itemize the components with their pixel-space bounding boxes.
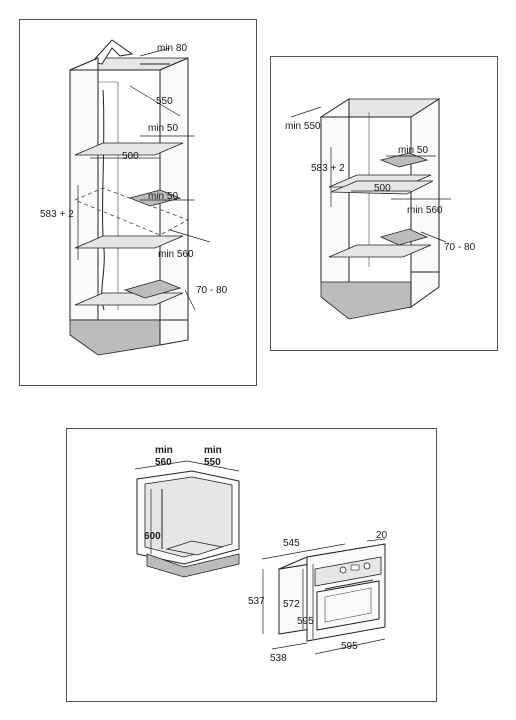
cabinet-left-wall [320, 98, 350, 303]
label-min80: min 80 [157, 43, 187, 54]
label-20: 20 [376, 530, 388, 541]
undercounter-drawing: min 550 583 + 2 min 50 500 min 560 70 - … [285, 98, 476, 320]
label-min560-bottom: 560 [155, 457, 172, 468]
niche-oven-drawing: min 560 min 550 600 545 20 537 572 595 5… [134, 445, 388, 664]
label-min560-top: min [155, 445, 173, 456]
cabinet-plinth [320, 281, 412, 320]
label-572: 572 [283, 599, 300, 610]
label-min50-mid: min 50 [148, 191, 178, 202]
label-min50-top: min 50 [148, 123, 178, 134]
label-70-80: 70 - 80 [444, 242, 476, 253]
tall-cabinet-panel: min 80 550 min 50 500 583 + 2 min 50 min… [19, 19, 257, 386]
label-538: 538 [270, 653, 287, 664]
lower-shelf [74, 235, 184, 249]
dim-line-7080 [420, 231, 447, 243]
niche-base [146, 553, 240, 578]
label-595-height: 595 [297, 616, 314, 627]
vent-arrow-icon [91, 39, 134, 65]
cutout-outline [73, 187, 189, 236]
lower-vent-slot [123, 279, 182, 299]
upper-shelf [74, 142, 184, 156]
dim-line-min80 [139, 47, 171, 57]
label-550: 550 [156, 96, 173, 107]
oven-door [316, 580, 380, 631]
dim-line-min560 [169, 229, 211, 243]
niche-inner [144, 476, 233, 558]
label-583: 583 + 2 [40, 209, 74, 220]
label-500: 500 [374, 183, 391, 194]
dim-line-7080 [184, 289, 196, 311]
bottom-shelf [74, 292, 184, 306]
tall-cabinet-drawing: min 80 550 min 50 500 583 + 2 min 50 min… [40, 39, 228, 356]
label-min550-top: min [204, 445, 222, 456]
label-583: 583 + 2 [311, 163, 345, 174]
oven-window [324, 587, 372, 623]
dim-line-595-width [314, 638, 386, 655]
mid-vent-slot [128, 189, 182, 207]
dim-line-538 [271, 642, 308, 650]
label-500: 500 [122, 151, 139, 162]
plinth-side [159, 319, 189, 346]
top-vent-slot [379, 152, 429, 168]
power-cable [101, 89, 105, 311]
dim-line-min560 [134, 460, 188, 470]
label-537: 537 [248, 596, 265, 607]
label-min50: min 50 [398, 145, 428, 156]
lower-vent-slot [379, 228, 429, 246]
label-595-width: 595 [341, 641, 358, 652]
dim-line-min550 [290, 106, 322, 118]
undercounter-panel: min 550 583 + 2 min 50 500 min 560 70 - … [270, 56, 498, 351]
oven-knob-left-icon [339, 566, 347, 574]
label-min550-bottom: 550 [204, 457, 221, 468]
plinth-side [410, 271, 440, 308]
cabinet-plinth [69, 319, 161, 356]
niche-floor [165, 540, 224, 556]
label-min560: min 560 [407, 205, 443, 216]
label-min550: min 550 [285, 121, 321, 132]
label-min560: min 560 [158, 249, 194, 260]
label-70-80: 70 - 80 [196, 285, 228, 296]
bottom-shelf [328, 244, 432, 258]
dim-line-min550 [186, 460, 240, 472]
label-600: 600 [144, 531, 161, 542]
oven-knob-right-icon [363, 562, 371, 570]
label-545: 545 [283, 538, 300, 549]
oven-handle [324, 579, 374, 590]
dim-line-545 [261, 543, 346, 560]
dim-line-20 [366, 538, 386, 542]
cabinet-right-wall [410, 98, 440, 293]
niche-oven-panel: min 560 min 550 600 545 20 537 572 595 5… [66, 428, 437, 702]
dim-line-550 [129, 85, 181, 117]
oven-display [350, 564, 360, 571]
